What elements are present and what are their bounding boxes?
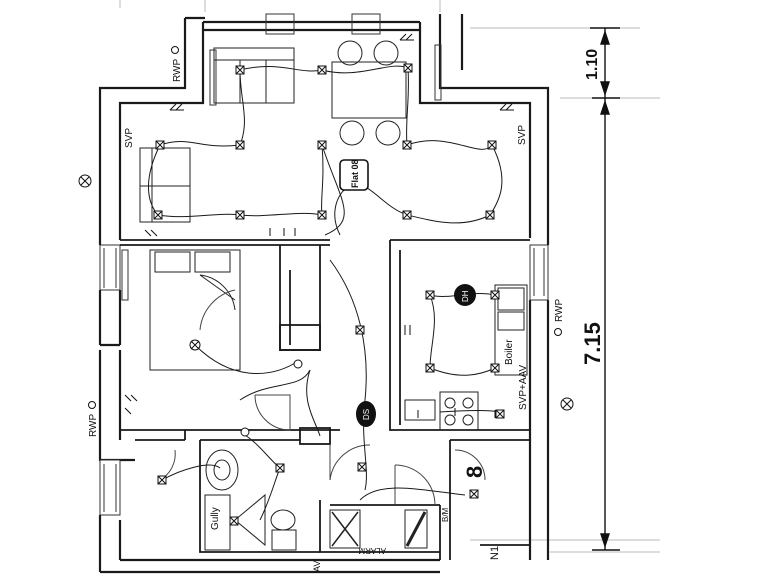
- light-points: [153, 63, 505, 526]
- light-point-icon: [402, 140, 412, 150]
- switch-icon: [499, 103, 514, 111]
- light-point-icon: [490, 363, 500, 373]
- switch-icon: [417, 408, 496, 418]
- light-point-icon: [235, 140, 245, 150]
- boiler-label: Boiler: [504, 339, 515, 365]
- light-point-icon: [425, 363, 435, 373]
- rwp-circle-icon: [88, 401, 96, 409]
- rwp-markers: [88, 46, 562, 409]
- light-point-icon: [402, 210, 412, 220]
- alarm-label: ALARM: [358, 546, 386, 555]
- light-point-icon: [469, 489, 479, 499]
- light-point-icon: [317, 210, 327, 220]
- switch-icon: [404, 325, 411, 335]
- dimension-overall-label: 7.15: [580, 322, 605, 365]
- svp-label-right: SVP: [517, 125, 528, 145]
- rwp-label-right: RWP: [554, 299, 565, 322]
- light-point-icon: [487, 140, 497, 150]
- switches: [124, 33, 514, 418]
- light-point-icon: [153, 210, 163, 220]
- switch-icon: [269, 228, 296, 236]
- circle-tags: DH DS: [356, 284, 476, 427]
- light-point-icon: [155, 140, 165, 150]
- pendant-light-icon: [560, 397, 574, 411]
- room-number-label: 8: [462, 466, 487, 478]
- pendant-light-icon: [240, 427, 250, 437]
- light-point-icon: [235, 210, 245, 220]
- rwp-label-left: RWP: [88, 414, 99, 437]
- dh-tag-label: DH: [461, 290, 470, 302]
- svp-aav-label: SVP+AAV: [518, 365, 529, 410]
- light-point-icon: [425, 290, 435, 300]
- light-point-icon: [357, 462, 367, 472]
- rwp-label-top: RWP: [172, 59, 183, 82]
- pendant-light-icon: [293, 359, 303, 369]
- windows: [99, 13, 549, 516]
- light-point-icon: [403, 63, 413, 73]
- flat-tag: Flat 08: [339, 159, 369, 191]
- door-swings: [159, 289, 486, 506]
- gully-label: Gully: [210, 507, 221, 530]
- light-point-icon: [485, 210, 495, 220]
- light-point-icon: [495, 409, 505, 419]
- av-label: AV: [312, 561, 322, 572]
- pendant-light-icon: [78, 174, 92, 188]
- furniture: [139, 40, 528, 551]
- switch-icon: [124, 394, 138, 415]
- svp-label-left: SVP: [124, 128, 135, 148]
- ds-tag-label: DS: [362, 409, 371, 420]
- rwp-circle-icon: [171, 46, 179, 54]
- bm-label: B/M: [441, 507, 450, 522]
- internal-walls: [120, 239, 530, 560]
- rwp-circle-icon: [554, 328, 562, 336]
- switch-icon: [144, 229, 158, 237]
- switch-icon: [169, 103, 184, 111]
- light-point-icon: [490, 290, 500, 300]
- light-point-icon: [317, 65, 327, 75]
- switch-icon: [399, 33, 414, 41]
- light-point-icon: [235, 65, 245, 75]
- flat-tag-label: Flat 08: [350, 159, 360, 188]
- pendant-light-icon: [189, 339, 201, 351]
- light-point-icon: [157, 475, 167, 485]
- dimension-upper-label: 1.10: [584, 49, 601, 80]
- light-point-icon: [355, 325, 365, 335]
- pendant-lights: [78, 174, 574, 437]
- dimension-labels: 1.10 7.15: [580, 49, 605, 365]
- n1-label: N1: [489, 546, 501, 560]
- light-point-icon: [317, 140, 327, 150]
- wiring-circuits: [148, 65, 503, 521]
- external-walls: [98, 14, 550, 574]
- annotations: RWP RWP RWP SVP SVP SVP+AAV Boiler Gully…: [88, 59, 565, 572]
- light-point-icon: [275, 463, 285, 473]
- light-point-icon: [229, 516, 239, 526]
- dimension-line: [590, 27, 620, 551]
